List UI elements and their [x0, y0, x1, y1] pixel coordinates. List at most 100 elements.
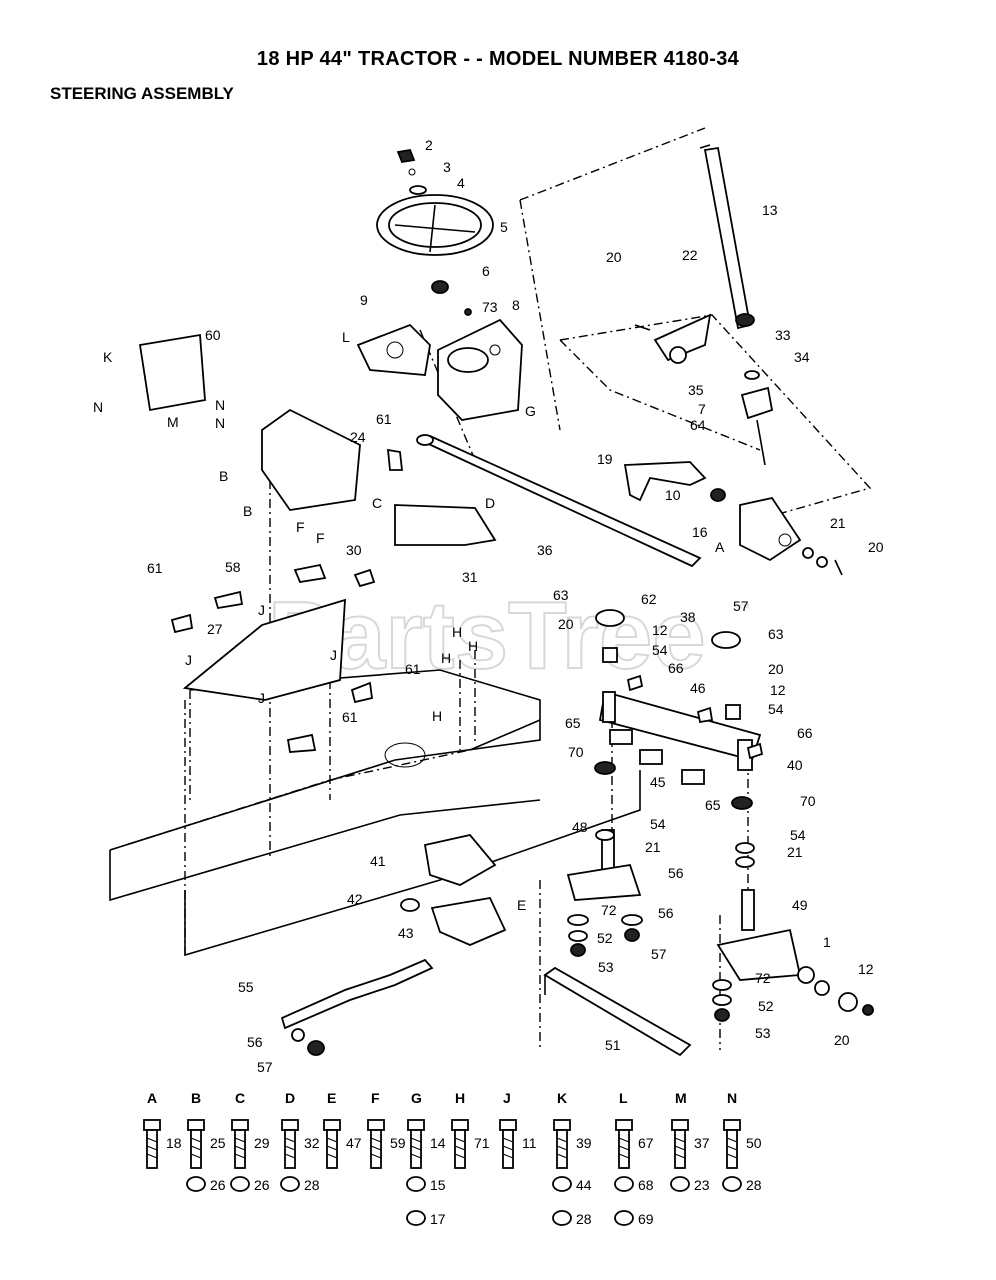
bolt-icon [723, 1119, 741, 1169]
callout-number: 35 [688, 382, 704, 398]
callout-number: 12 [652, 622, 668, 638]
bolt-icon [553, 1119, 571, 1169]
reference-letter: H [468, 638, 478, 654]
callout-number: 54 [650, 816, 666, 832]
callout-number: 42 [347, 891, 363, 907]
callout-number: 61 [342, 709, 358, 725]
bolt-icon [367, 1119, 385, 1169]
callout-number: 48 [572, 819, 588, 835]
callout-number: 62 [641, 591, 657, 607]
callout-number: 16 [692, 524, 708, 540]
callout-number: 27 [207, 621, 223, 637]
callout-number: 51 [605, 1037, 621, 1053]
callout-number: 55 [238, 979, 254, 995]
nut-icon [406, 1210, 426, 1226]
hardware-key-letter: M [675, 1090, 687, 1106]
callout-number: 61 [147, 560, 163, 576]
hardware-key-part-number: 28 [746, 1177, 762, 1193]
callout-number: 52 [758, 998, 774, 1014]
callout-number: 57 [651, 946, 667, 962]
callout-number: 72 [755, 970, 771, 986]
callout-number: 54 [768, 701, 784, 717]
steering-shaft [699, 144, 774, 466]
hardware-key-part-number: 17 [430, 1211, 446, 1227]
tie-rod [543, 966, 692, 1057]
reference-letter: J [258, 602, 265, 618]
callout-number: 52 [597, 930, 613, 946]
callout-number: 10 [665, 487, 681, 503]
hardware-key-letter: L [619, 1090, 628, 1106]
callout-number: 21 [787, 844, 803, 860]
dash-panel [356, 318, 523, 421]
hardware-key-part-number: 14 [430, 1135, 446, 1151]
frame-side [109, 799, 541, 902]
callout-number: 66 [797, 725, 813, 741]
callout-number: 2 [425, 137, 433, 153]
reference-letter: B [243, 503, 252, 519]
callout-number: 30 [346, 542, 362, 558]
callout-number: 70 [568, 744, 584, 760]
routing-line [519, 127, 706, 201]
callout-number: 53 [598, 959, 614, 975]
hardware-key-part-number: 71 [474, 1135, 490, 1151]
drag-bar [280, 958, 434, 1056]
bolt-icon [187, 1119, 205, 1169]
callout-number: 13 [762, 202, 778, 218]
callout-number: 49 [792, 897, 808, 913]
hardware-key-item: H 71 [451, 1090, 490, 1169]
reference-letter: J [330, 647, 337, 663]
reference-letter: M [167, 414, 179, 430]
callout-number: 43 [398, 925, 414, 941]
reference-letter: J [258, 690, 265, 706]
callout-number: 38 [680, 609, 696, 625]
callout-number: 3 [443, 159, 451, 175]
hardware-key-letter: F [371, 1090, 380, 1106]
hardware-key-item: J11 [499, 1090, 537, 1169]
reference-letter: F [316, 530, 325, 546]
routing-line [519, 199, 561, 431]
reference-letter: F [296, 519, 305, 535]
callout-number: 72 [601, 902, 617, 918]
callout-number: 66 [668, 660, 684, 676]
bolt-icon [231, 1119, 249, 1169]
nut-icon [230, 1176, 250, 1192]
footrest-plate [170, 590, 373, 753]
pitman-arm [623, 461, 843, 576]
drag-link [416, 434, 702, 568]
frame-edge [469, 719, 541, 751]
nut-icon [280, 1176, 300, 1192]
callout-number: 54 [652, 642, 668, 658]
bolt-icon [281, 1119, 299, 1169]
hardware-key-letter: H [455, 1090, 465, 1106]
nut-icon [614, 1210, 634, 1226]
callout-number: 22 [682, 247, 698, 263]
hardware-key-letter: N [727, 1090, 737, 1106]
callout-number: 21 [830, 515, 846, 531]
bolt-icon [143, 1119, 161, 1169]
hardware-key-part-number: 39 [576, 1135, 592, 1151]
bolt-icon [499, 1119, 517, 1169]
callout-number: 4 [457, 175, 465, 191]
hardware-key-part-number: 69 [638, 1211, 654, 1227]
callout-number: 7 [698, 401, 706, 417]
reference-letter: N [215, 415, 225, 431]
callout-number: 56 [247, 1034, 263, 1050]
callout-number: 64 [690, 417, 706, 433]
page-title: 18 HP 44" TRACTOR - - MODEL NUMBER 4180-… [256, 48, 740, 70]
callout-number: 5 [500, 219, 508, 235]
callout-number: 73 [482, 299, 498, 315]
nut-icon [406, 1176, 426, 1192]
reference-letter: C [372, 495, 382, 511]
hardware-key-part-number: 29 [254, 1135, 270, 1151]
callout-number: 20 [834, 1032, 850, 1048]
callout-number: 57 [733, 598, 749, 614]
reference-letter: N [215, 397, 225, 413]
callout-number: 65 [565, 715, 581, 731]
reference-letter: H [452, 624, 462, 640]
hardware-key-part-number: 15 [430, 1177, 446, 1193]
sector-gear [634, 313, 712, 364]
reference-letter: J [185, 652, 192, 668]
